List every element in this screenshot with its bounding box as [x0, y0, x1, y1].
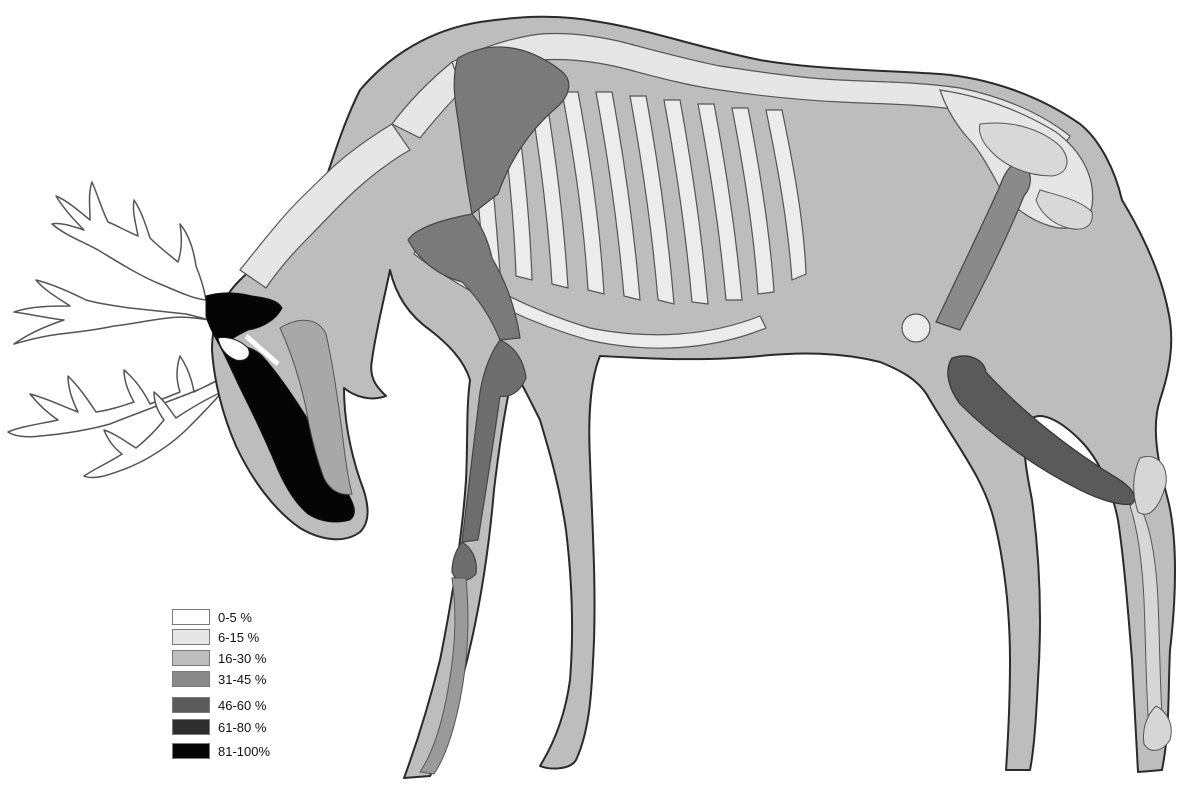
legend-swatch — [172, 609, 210, 625]
patella — [902, 314, 930, 342]
legend-item: 31-45 % — [172, 670, 266, 688]
legend-item: 46-60 % — [172, 696, 266, 714]
legend-item: 61-80 % — [172, 718, 266, 736]
legend-swatch — [172, 719, 210, 735]
legend-item: 0-5 % — [172, 608, 252, 626]
legend-label: 81-100% — [218, 744, 270, 759]
legend-swatch — [172, 629, 210, 645]
legend-swatch — [172, 743, 210, 759]
legend-label: 0-5 % — [218, 610, 252, 625]
legend-label: 61-80 % — [218, 720, 266, 735]
antler — [8, 182, 222, 478]
legend-swatch — [172, 650, 210, 666]
legend-label: 46-60 % — [218, 698, 266, 713]
legend-item: 16-30 % — [172, 649, 266, 667]
legend-swatch — [172, 697, 210, 713]
legend-label: 31-45 % — [218, 672, 266, 687]
legend-label: 16-30 % — [218, 651, 266, 666]
legend-swatch — [172, 671, 210, 687]
legend-item: 6-15 % — [172, 628, 259, 646]
legend-item: 81-100% — [172, 742, 270, 760]
legend-label: 6-15 % — [218, 630, 259, 645]
